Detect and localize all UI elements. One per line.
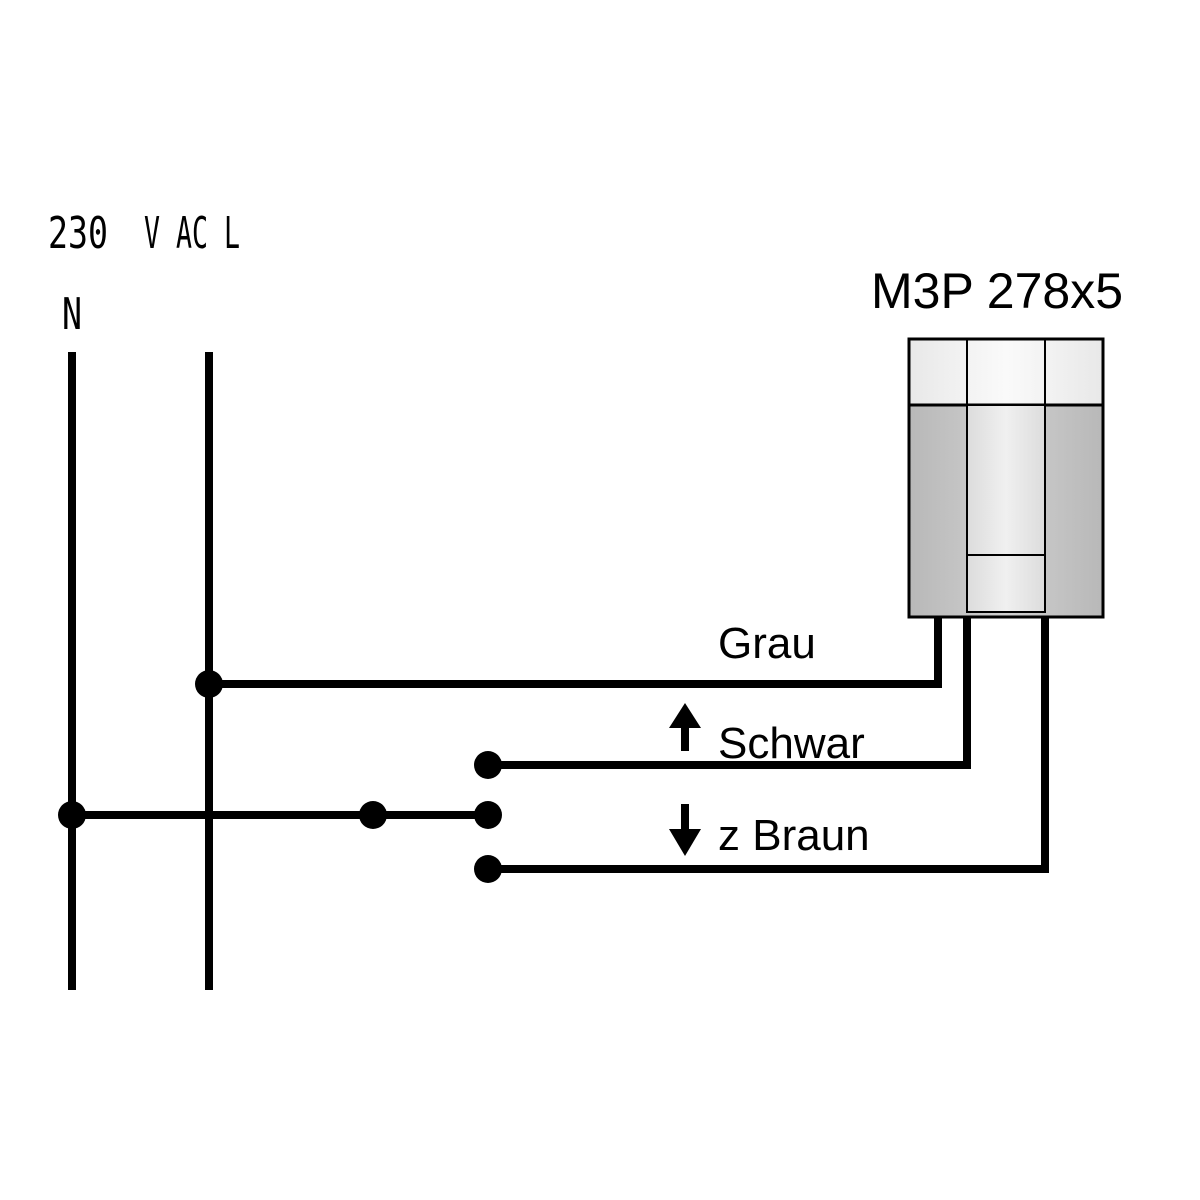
- black-wire: [488, 617, 971, 769]
- motor-center-channel: [966, 404, 1046, 556]
- switch-up-terminal: [474, 751, 502, 779]
- grey-wire-label: Grau: [718, 619, 816, 668]
- brown-wire: [488, 617, 1049, 873]
- junction-live-grey: [195, 670, 223, 698]
- junction-neutral: [58, 801, 86, 829]
- switch-center-terminal: [474, 801, 502, 829]
- brown-wire-label: z Braun: [718, 811, 870, 860]
- motor: [907, 337, 1105, 619]
- voltage-label: 230: [48, 208, 108, 259]
- arrow-up-icon: [669, 703, 701, 751]
- black-wire-label: Schwar: [718, 719, 865, 768]
- motor-terminal-block: [966, 554, 1046, 613]
- neutral-label: N: [62, 289, 82, 340]
- motor-model-label: M3P 278x5: [871, 263, 1123, 319]
- vac-l-label: V AC L: [144, 208, 240, 259]
- switch-common-terminal: [359, 801, 387, 829]
- grey-wire: [209, 617, 942, 688]
- switch-down-terminal: [474, 855, 502, 883]
- motor-cap: [907, 337, 1105, 407]
- arrow-down-icon: [669, 804, 701, 856]
